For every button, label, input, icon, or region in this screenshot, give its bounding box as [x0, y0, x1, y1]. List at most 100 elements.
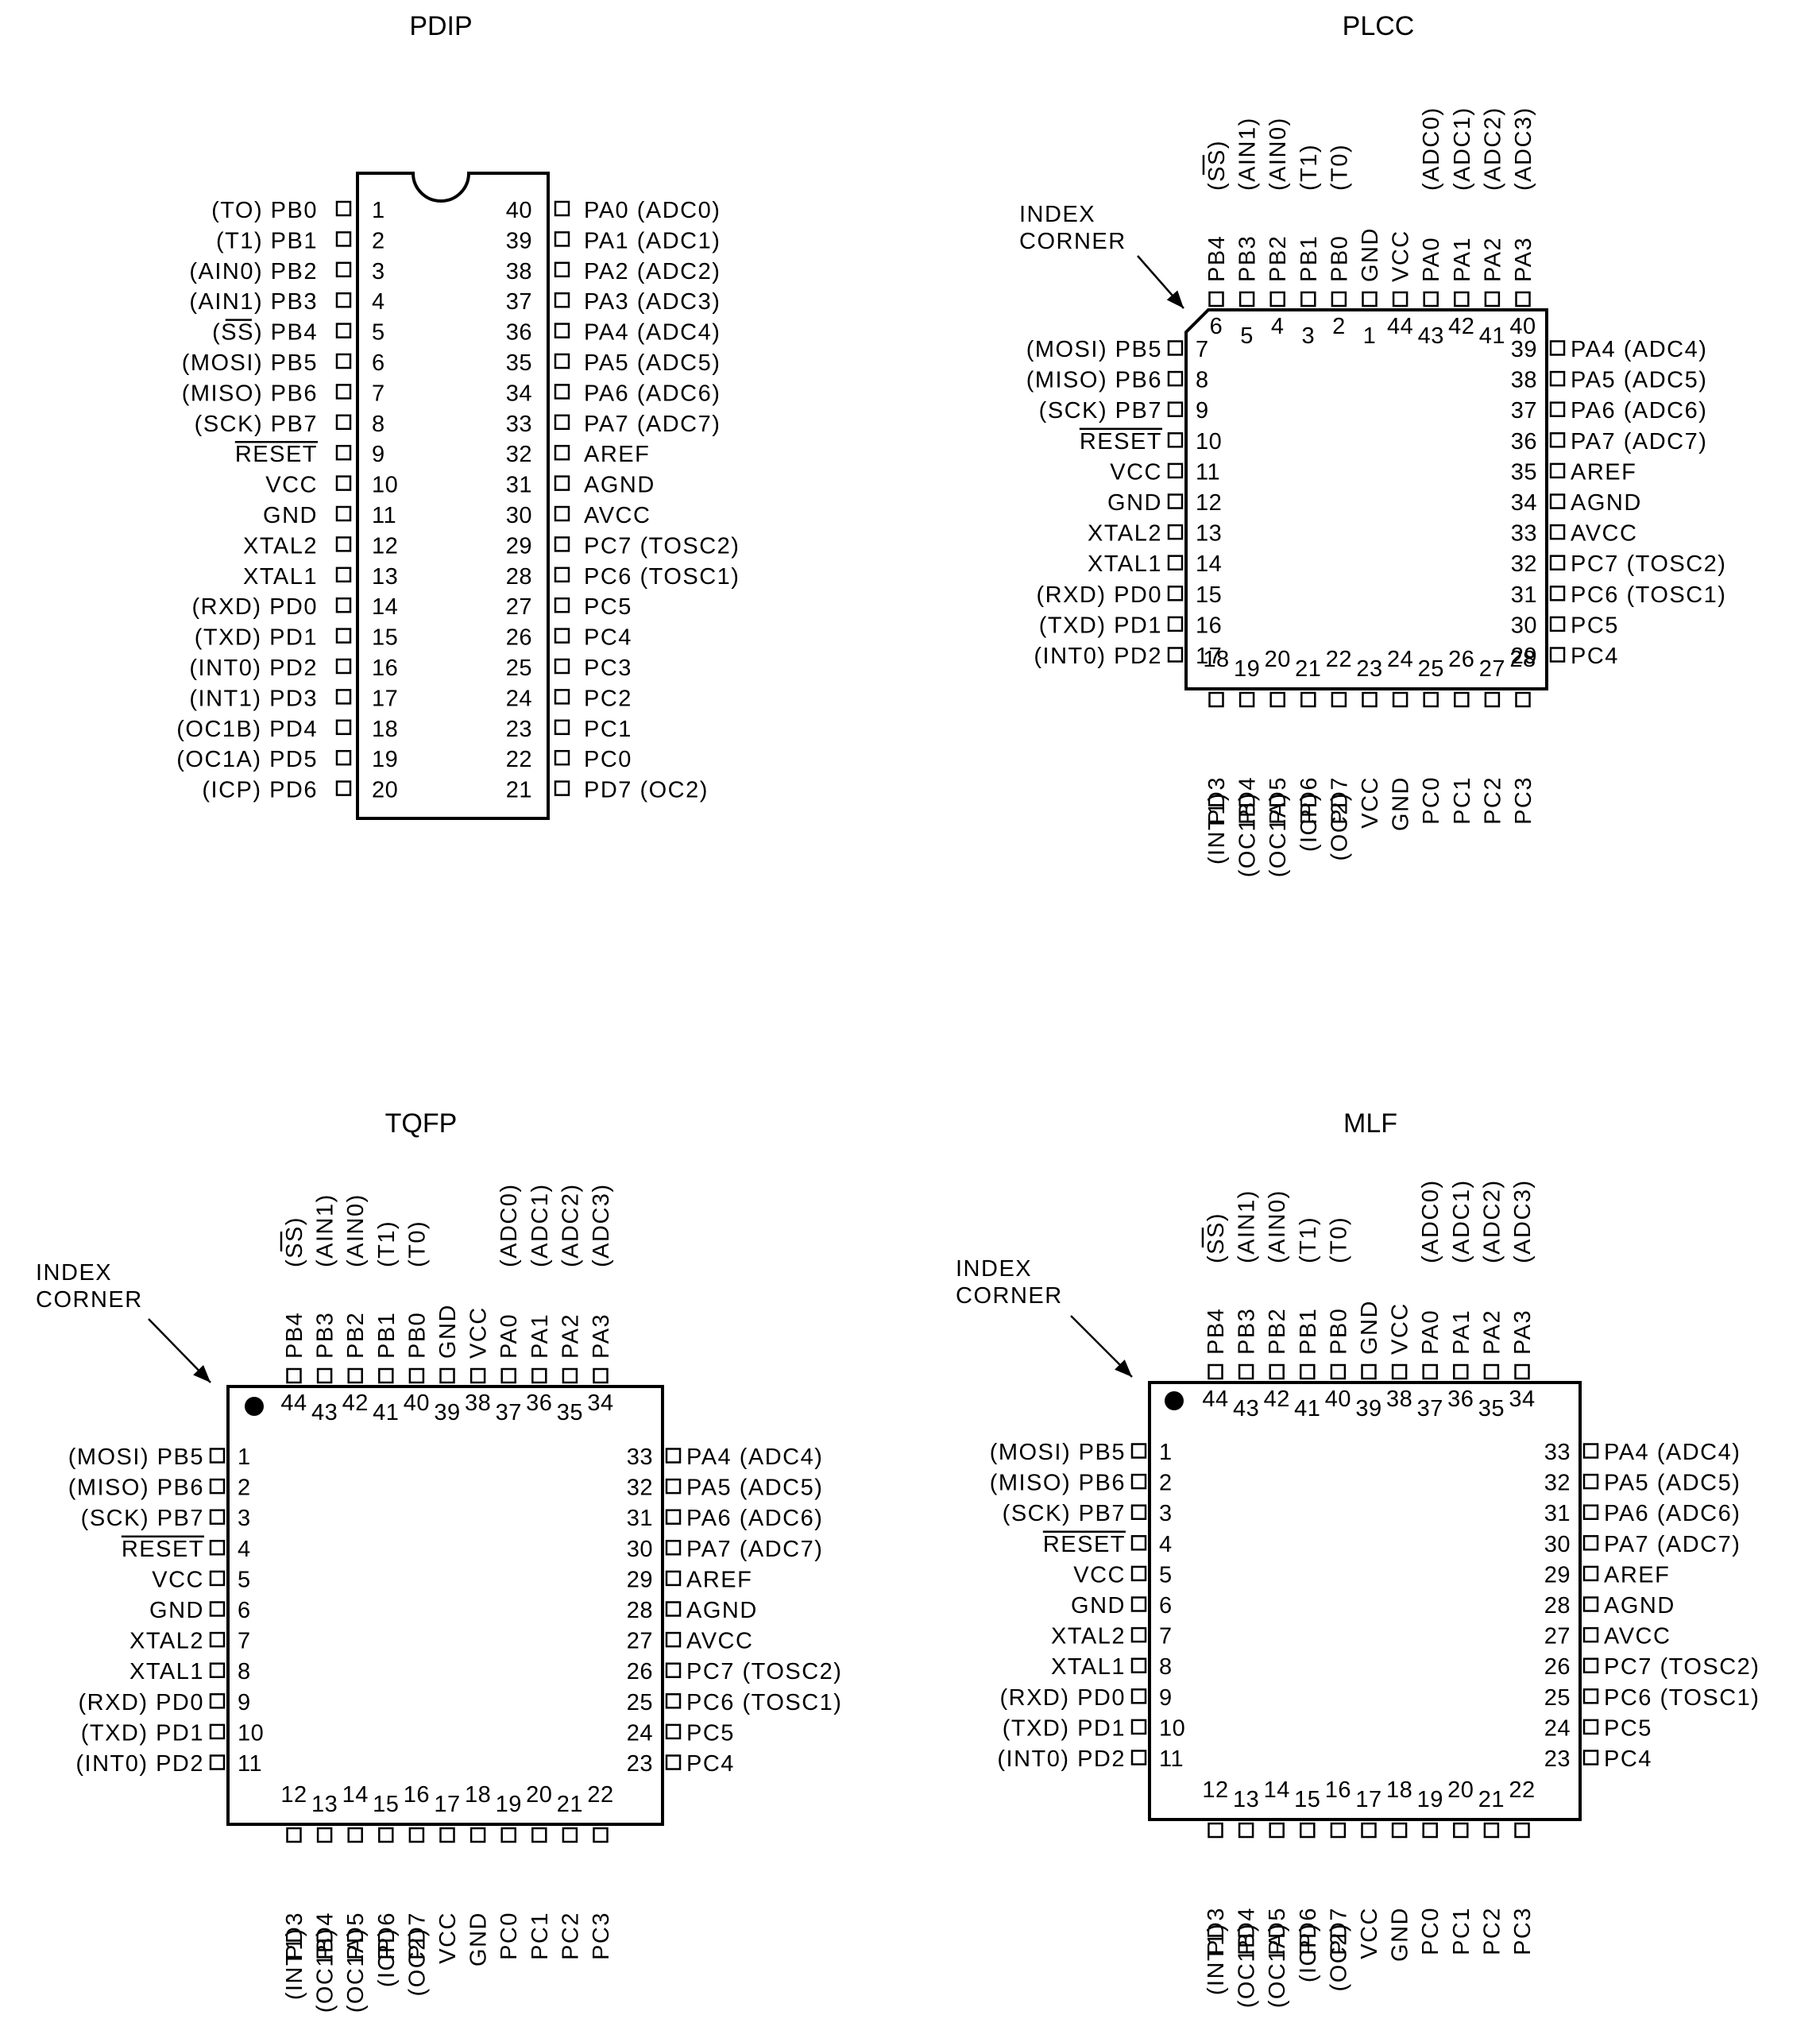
pdip-pin-number: 9: [372, 442, 385, 467]
tqfp-pin-pad: [531, 1367, 547, 1384]
mlf-pin-pad: [1130, 1626, 1147, 1643]
pdip-pin-pad: [335, 261, 352, 278]
tqfp-pin-pad: [209, 1448, 226, 1464]
tqfp-bottom-pin-name: PD5: [343, 1912, 369, 1960]
plcc-pin-number: 38: [1511, 368, 1537, 393]
pdip-left-label: GND: [263, 503, 318, 528]
mlf-title: MLF: [1343, 1108, 1397, 1139]
pdip-pin-pad: [554, 505, 570, 522]
mlf-pin-pad: [1238, 1363, 1254, 1380]
plcc-index-arrow-head: [1166, 290, 1184, 308]
plcc-pin-pad: [1484, 691, 1501, 708]
plcc-bottom-pin-function: (INT1): [1204, 792, 1230, 864]
plcc-pin-number: 5: [1240, 323, 1254, 349]
plcc-right-label: AREF: [1571, 459, 1636, 485]
plcc-bottom-pin-function: (ICP): [1296, 792, 1322, 852]
mlf-pin-number: 26: [1544, 1654, 1571, 1680]
tqfp-pin-pad: [378, 1827, 394, 1843]
tqfp-right-label: PA4 (ADC4): [686, 1444, 823, 1470]
plcc-pin-pad: [1454, 691, 1470, 708]
pdip-pin-pad: [335, 567, 352, 583]
plcc-pin-pad: [1331, 291, 1347, 307]
plcc-bottom-pin-name: PD5: [1265, 776, 1291, 825]
mlf-top-pin-name: PB3: [1235, 1308, 1260, 1355]
mlf-top-pin-function: (ADC1): [1449, 1179, 1474, 1263]
mlf-left-label: RESET: [1043, 1532, 1126, 1557]
pdip-pin-pad: [335, 414, 352, 431]
tqfp-pin-pad: [347, 1827, 363, 1843]
mlf-pin-number: 43: [1233, 1396, 1259, 1421]
mlf-pin-number: 5: [1159, 1562, 1173, 1588]
plcc-top-pin-function: (AIN0): [1265, 117, 1291, 191]
plcc-index-label: CORNER: [1019, 229, 1126, 254]
plcc-pin-pad: [1167, 524, 1184, 540]
pdip-right-label: PC7 (TOSC2): [584, 533, 740, 559]
tqfp-pin-pad: [665, 1662, 682, 1678]
plcc-pin-pad: [1167, 432, 1184, 448]
tqfp-right-label: PC7 (TOSC2): [686, 1659, 842, 1684]
mlf-pin-pad: [1582, 1750, 1599, 1765]
tqfp-pin-pad: [286, 1367, 302, 1384]
tqfp-pin-number: 19: [496, 1792, 522, 1817]
mlf-pin-number: 28: [1544, 1593, 1571, 1619]
mlf-pin-pad: [1130, 1473, 1147, 1490]
pdip-pin-number: 3: [372, 259, 385, 284]
tqfp-top-pin-function: (AIN1): [313, 1193, 338, 1267]
mlf-pin-number: 2: [1159, 1471, 1173, 1496]
tqfp-top-pin-name: GND: [435, 1304, 461, 1359]
plcc-right-label: PA4 (ADC4): [1571, 337, 1707, 362]
pdip-right-label: PA4 (ADC4): [584, 320, 721, 346]
mlf-bottom-pin-name: PC0: [1418, 1907, 1443, 1955]
plcc-pin-pad: [1167, 555, 1184, 570]
tqfp-pin-number: 44: [280, 1390, 307, 1416]
plcc-bottom-pin-name: PC3: [1511, 776, 1536, 825]
plcc-pin-pad: [1549, 586, 1566, 601]
pdip-left-label: (SS) PB4: [212, 320, 318, 346]
pdip-right-label: PA7 (ADC7): [584, 412, 721, 437]
tqfp-pin-pad: [593, 1827, 609, 1843]
plcc-top-pin-function: (T1): [1296, 144, 1322, 191]
plcc-pin-pad: [1423, 291, 1439, 307]
tqfp-top-pin-function: (ADC3): [589, 1183, 614, 1267]
pdip-pin-pad: [335, 353, 352, 369]
plcc-pin-pad: [1549, 647, 1566, 663]
mlf-pin-pad: [1300, 1822, 1316, 1839]
pdip-right-label: PC3: [584, 656, 632, 681]
plcc-bottom-pin-name: PD3: [1204, 776, 1230, 825]
tqfp-pin-number: 11: [238, 1751, 262, 1777]
mlf-bottom-pin-name: PD3: [1204, 1907, 1229, 1955]
tqfp-left-label: XTAL1: [129, 1659, 204, 1684]
mlf-bottom-pin-name: PD6: [1296, 1907, 1321, 1955]
pdip-left-label: (TXD) PD1: [195, 625, 318, 651]
pdip-pin-number: 10: [372, 473, 398, 498]
mlf-bottom-pin-name: PD7: [1326, 1907, 1351, 1955]
tqfp-top-pin-name: PB0: [404, 1312, 430, 1359]
mlf-top-pin-function: (ADC0): [1418, 1179, 1443, 1263]
plcc-right-label: AGND: [1571, 490, 1642, 516]
tqfp-pin-pad: [408, 1827, 425, 1843]
mlf-bottom-pin-function: (OC1A): [1265, 1923, 1290, 2008]
tqfp-bottom-pin-name: PD3: [282, 1912, 307, 1960]
tqfp-top-pin-name: PA0: [497, 1313, 522, 1359]
tqfp-pin-pad: [209, 1693, 226, 1709]
plcc-pin-number: 3: [1301, 323, 1315, 349]
mlf-pin-number: 35: [1478, 1396, 1505, 1421]
plcc-left-label: RESET: [1080, 429, 1162, 454]
tqfp-pin-number: 27: [627, 1629, 653, 1654]
mlf-left-label: (TXD) PD1: [1003, 1715, 1126, 1741]
pdip-body: [356, 172, 550, 820]
pdip-left-label: VCC: [265, 473, 318, 498]
tqfp-pin-number: 10: [238, 1720, 264, 1746]
plcc-top-pin-function: (AIN1): [1235, 117, 1261, 191]
tqfp-pin-pad: [500, 1827, 516, 1843]
tqfp-pin-pad: [665, 1631, 682, 1648]
plcc-pin-pad: [1549, 616, 1566, 632]
mlf-right-label: PC7 (TOSC2): [1604, 1654, 1760, 1680]
plcc-right-label: PA5 (ADC5): [1571, 368, 1707, 393]
pdip-pin-number: 15: [372, 625, 398, 651]
pdip-pin-number: 23: [506, 717, 532, 742]
tqfp-pin-pad: [316, 1827, 333, 1843]
mlf-pin-pad: [1483, 1363, 1500, 1380]
plcc-pin-pad: [1238, 291, 1255, 307]
